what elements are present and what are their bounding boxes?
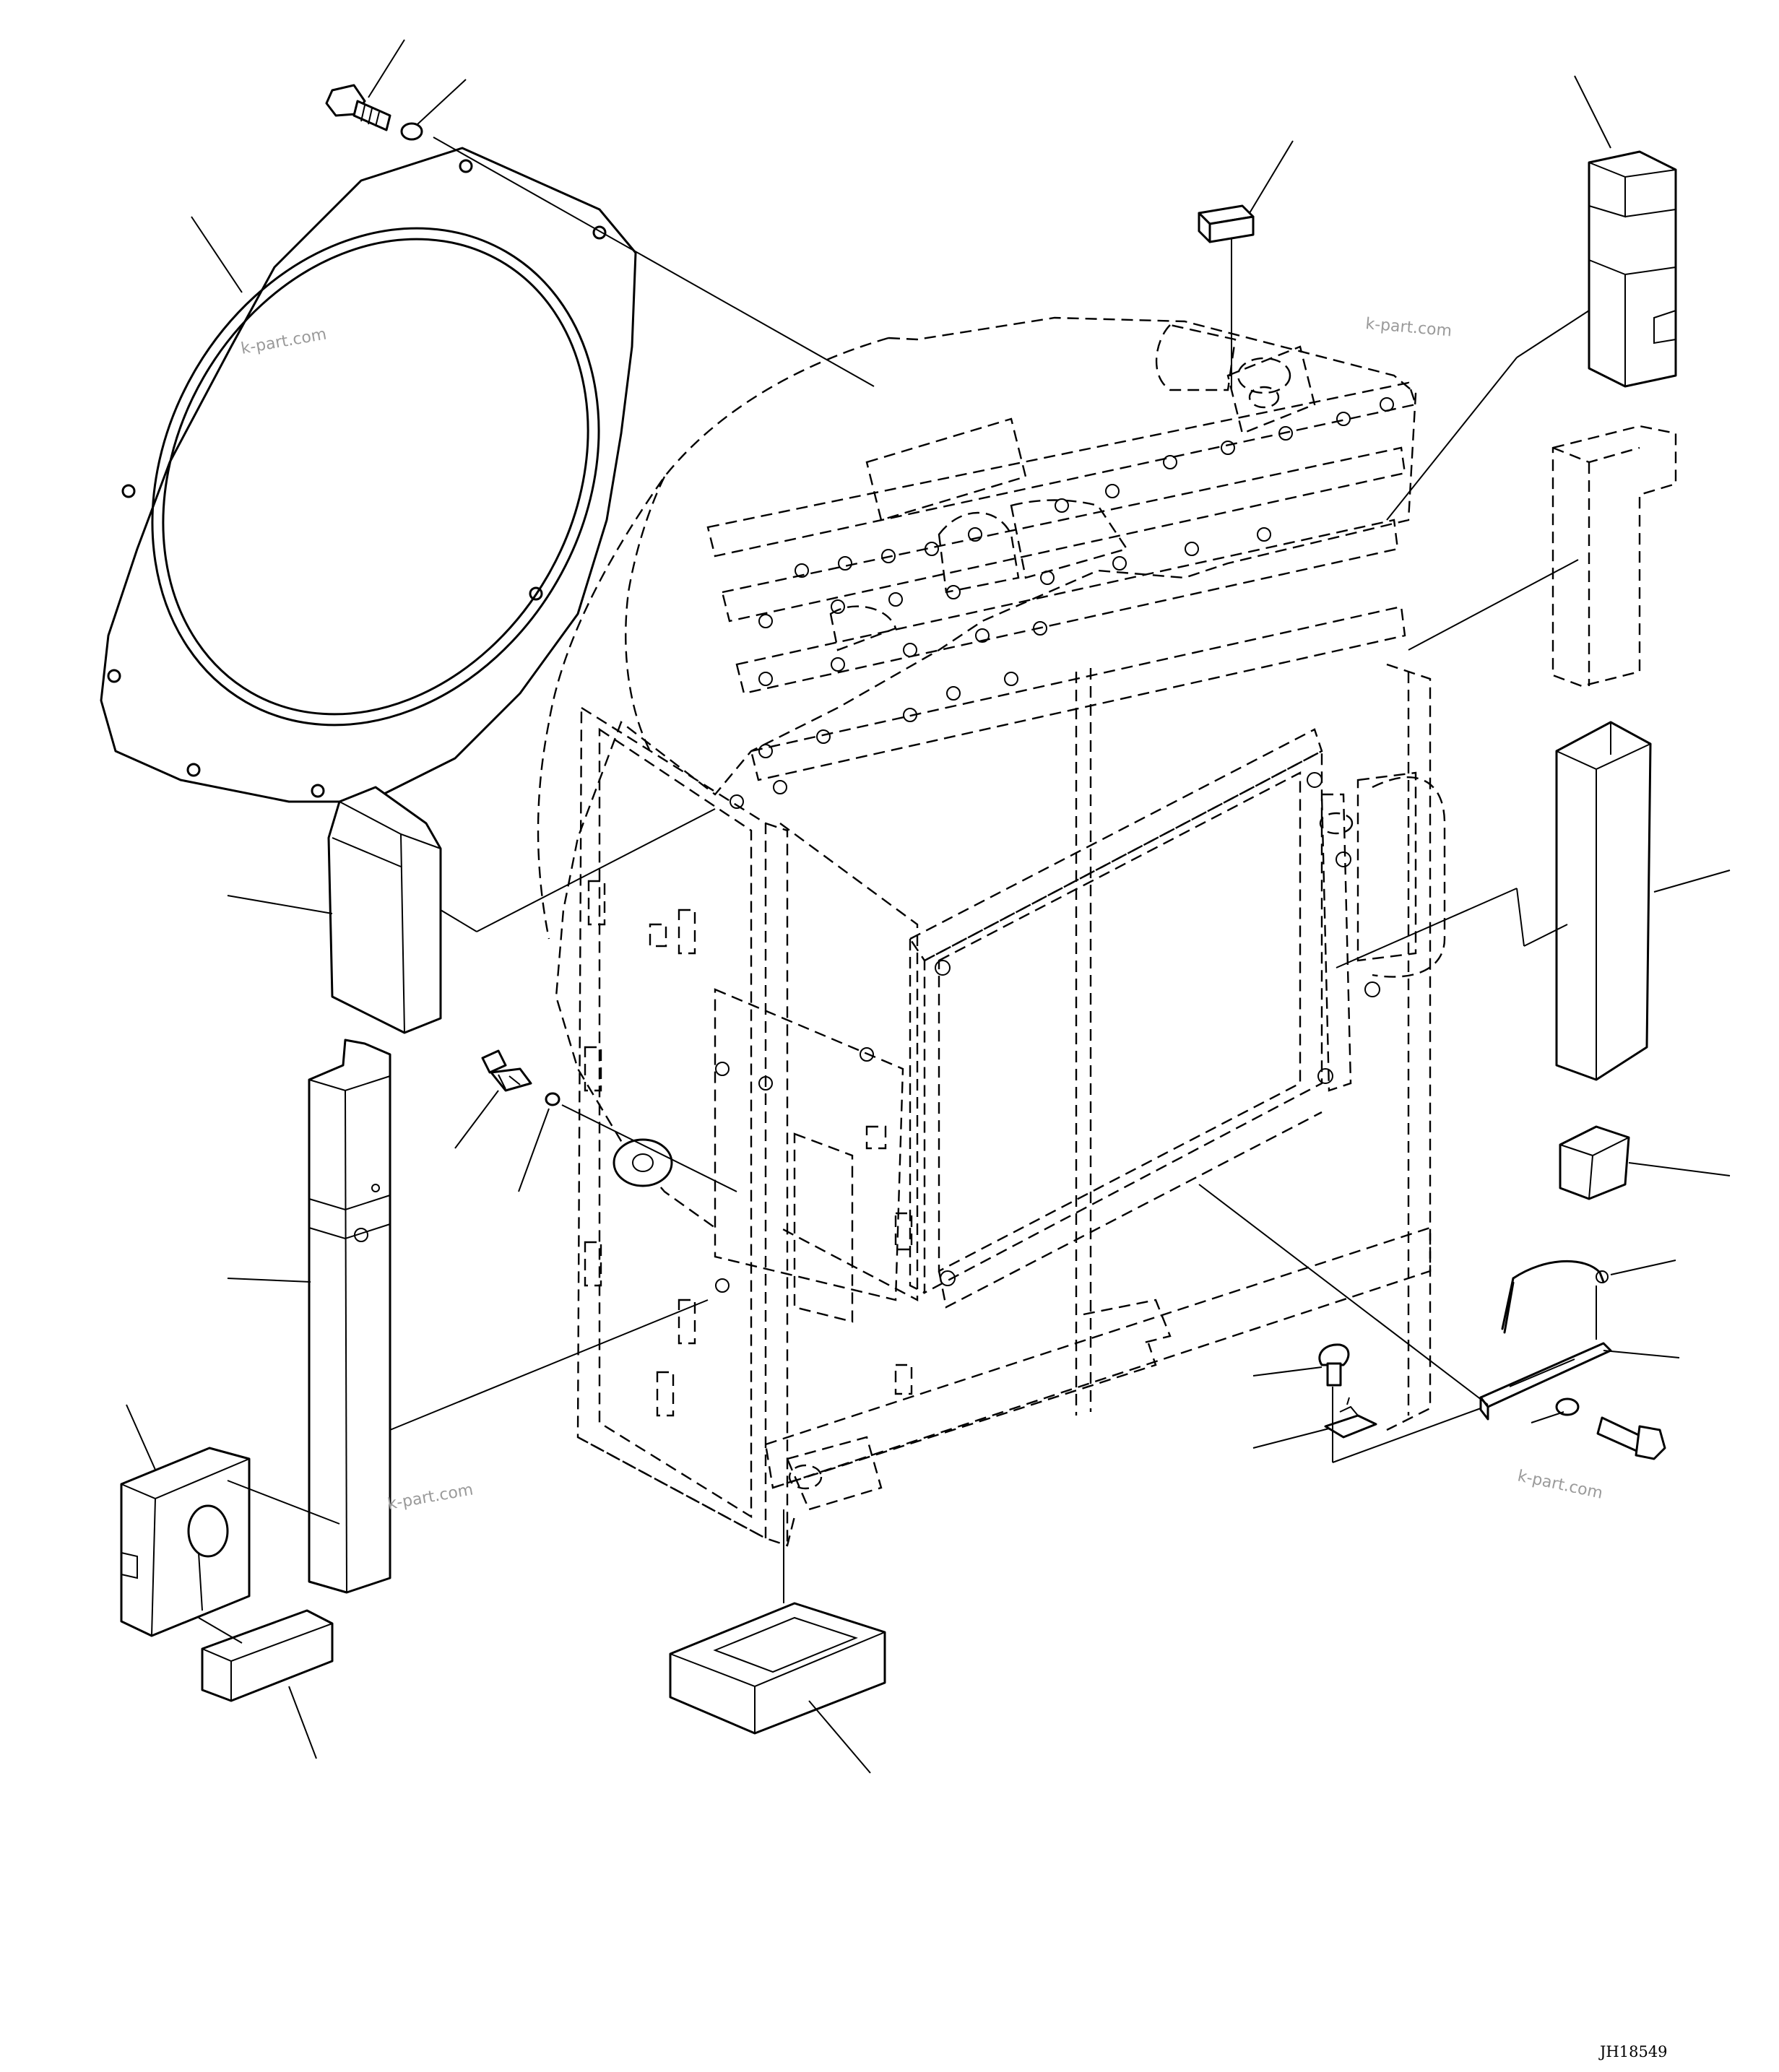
seal-tray-bottom [669,1602,886,1735]
fan-shroud-ring [100,147,637,803]
washer-top [400,122,423,141]
radiator-frame-assembly [537,316,1446,1547]
seal-column-left [308,1039,391,1594]
hex-bolt-lower-right [1596,1416,1666,1460]
seal-block-notched-lower-left [120,1447,251,1637]
drain-valve [481,1049,532,1092]
watermark: k-part.com [386,1481,475,1513]
clip-retainer [1318,1343,1350,1387]
cushion-roller [613,1138,673,1187]
seal-notched-top-right [1588,150,1677,388]
hose-clamp-rod [1501,1260,1609,1334]
spring-clip [1324,1397,1377,1439]
seal-bar-small-lower [201,1609,334,1702]
seal-ghost-right [1551,425,1677,688]
hex-bolt-top [325,84,391,131]
o-ring [545,1092,560,1106]
watermark: k-part.com [240,325,328,357]
mounting-bracket [1479,1342,1612,1421]
washer-lower-right [1555,1397,1580,1416]
seal-block-small-top [1198,204,1255,243]
watermark: k-part.com [1516,1467,1604,1502]
leader-lines [126,39,1731,1774]
seal-cube-right [1559,1125,1630,1200]
seal-block-left-upper [327,786,442,1034]
drawing-code: JH18549 [1598,2043,1668,2060]
watermark: k-part.com [1364,315,1453,340]
seal-tall-right [1555,721,1652,1081]
